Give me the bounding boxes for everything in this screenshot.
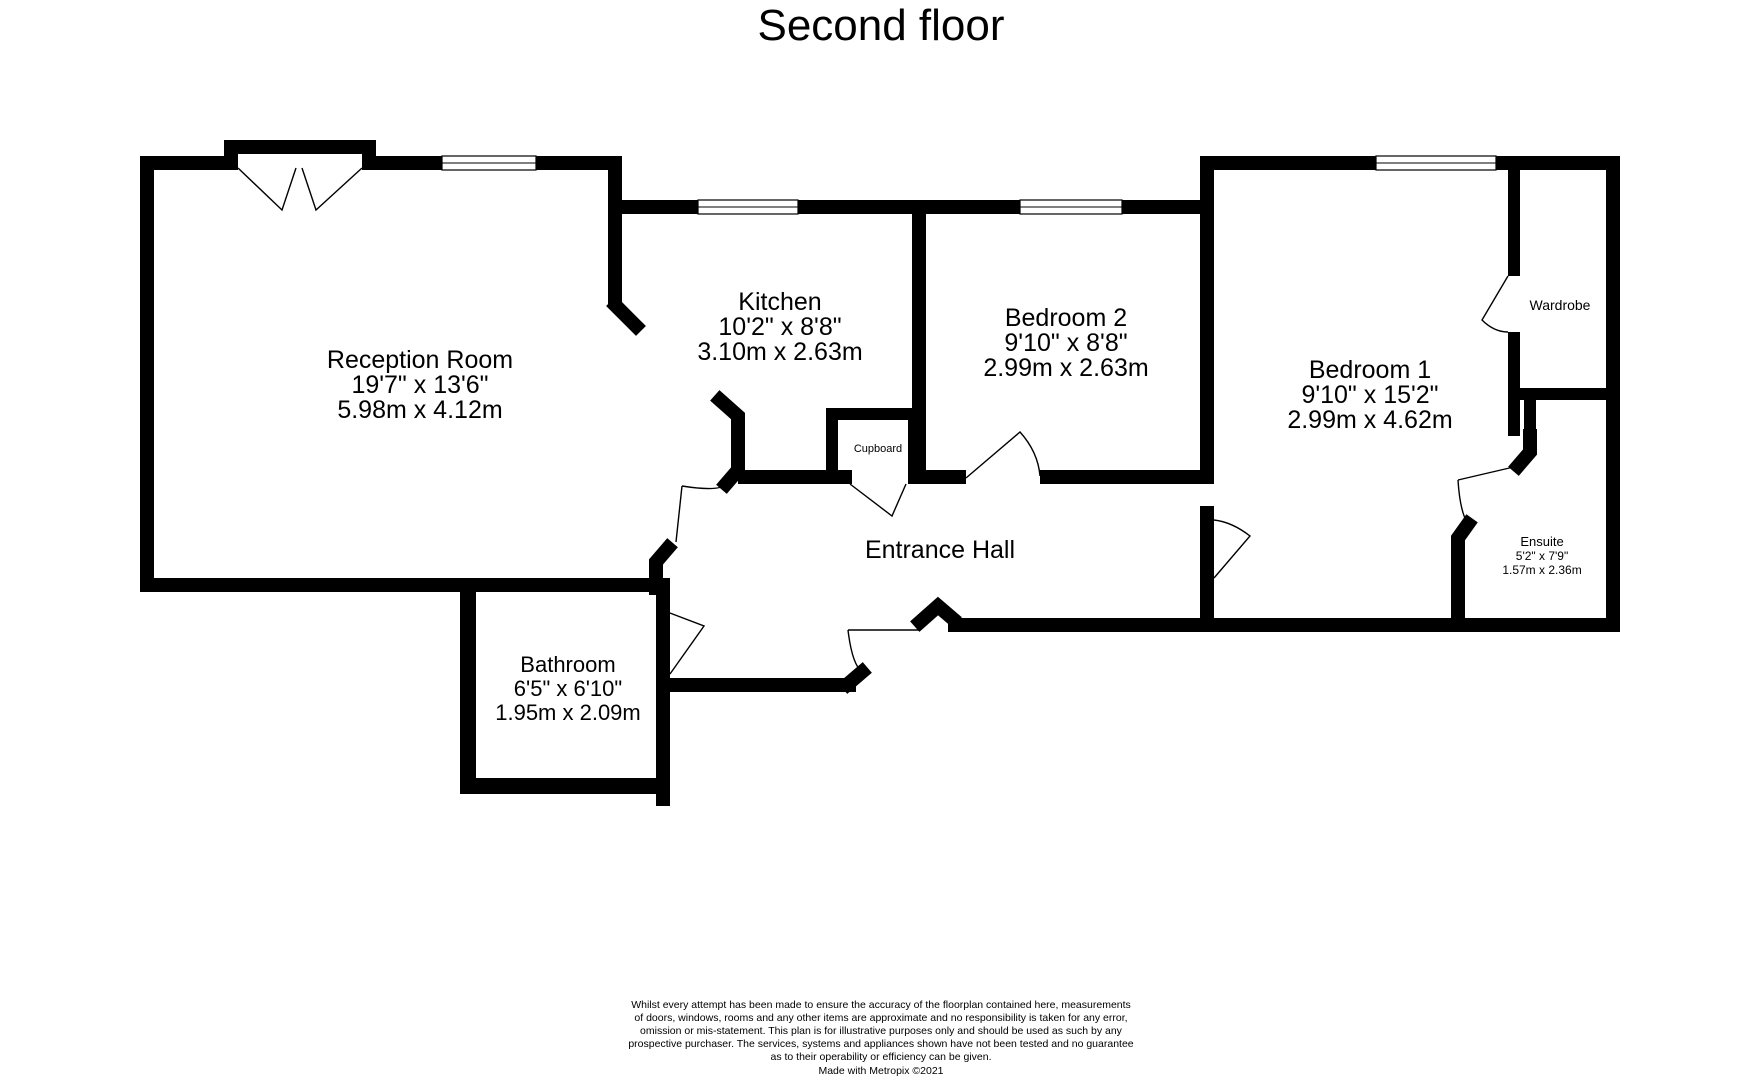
floor-title: Second floor	[757, 1, 1004, 50]
disclaimer-line: as to their operability or efficiency ca…	[770, 1051, 991, 1063]
disclaimer-line: of doors, windows, rooms and any other i…	[634, 1012, 1127, 1024]
doors	[237, 167, 1519, 675]
bedroom1-imperial: 9'10" x 15'2"	[1301, 381, 1438, 409]
bedroom1-metric: 2.99m x 4.62m	[1287, 406, 1452, 434]
disclaimer-credit: Made with Metropix ©2021	[818, 1065, 943, 1077]
bedroom2-metric: 2.99m x 2.63m	[983, 354, 1148, 382]
bathroom-imperial: 6'5" x 6'10"	[514, 676, 622, 701]
bedroom1-name: Bedroom 1	[1309, 356, 1431, 384]
walls	[140, 140, 1620, 806]
entrance-hall-label: Entrance Hall	[865, 536, 1015, 564]
kitchen-name: Kitchen	[738, 288, 821, 316]
cupboard-label: Cupboard	[854, 443, 902, 455]
kitchen-imperial: 10'2" x 8'8"	[718, 313, 841, 341]
disclaimer-line: prospective purchaser. The services, sys…	[628, 1038, 1133, 1050]
room-reception: Reception Room 19'7" x 13'6" 5.98m x 4.1…	[327, 346, 513, 424]
reception-imperial: 19'7" x 13'6"	[351, 371, 488, 399]
bathroom-name: Bathroom	[520, 652, 615, 677]
reception-metric: 5.98m x 4.12m	[337, 396, 502, 424]
disclaimer-line: Whilst every attempt has been made to en…	[631, 999, 1131, 1011]
ensuite-name: Ensuite	[1520, 534, 1563, 549]
reception-name: Reception Room	[327, 346, 513, 374]
room-ensuite: Ensuite 5'2" x 7'9" 1.57m x 2.36m	[1502, 534, 1581, 577]
room-kitchen: Kitchen 10'2" x 8'8" 3.10m x 2.63m	[697, 288, 862, 366]
wardrobe-label: Wardrobe	[1530, 297, 1591, 313]
room-bedroom-1: Bedroom 1 9'10" x 15'2" 2.99m x 4.62m	[1287, 356, 1452, 434]
room-bathroom: Bathroom 6'5" x 6'10" 1.95m x 2.09m	[495, 652, 641, 725]
room-bedroom-2: Bedroom 2 9'10" x 8'8" 2.99m x 2.63m	[983, 304, 1148, 382]
bathroom-metric: 1.95m x 2.09m	[495, 700, 641, 725]
ensuite-imperial: 5'2" x 7'9"	[1516, 549, 1568, 563]
bedroom2-name: Bedroom 2	[1005, 304, 1127, 332]
disclaimer: Whilst every attempt has been made to en…	[628, 999, 1133, 1077]
windows	[441, 155, 1497, 215]
kitchen-metric: 3.10m x 2.63m	[697, 338, 862, 366]
bedroom2-imperial: 9'10" x 8'8"	[1004, 329, 1127, 357]
disclaimer-line: omission or mis-statement. This plan is …	[640, 1025, 1123, 1037]
ensuite-metric: 1.57m x 2.36m	[1502, 563, 1581, 577]
